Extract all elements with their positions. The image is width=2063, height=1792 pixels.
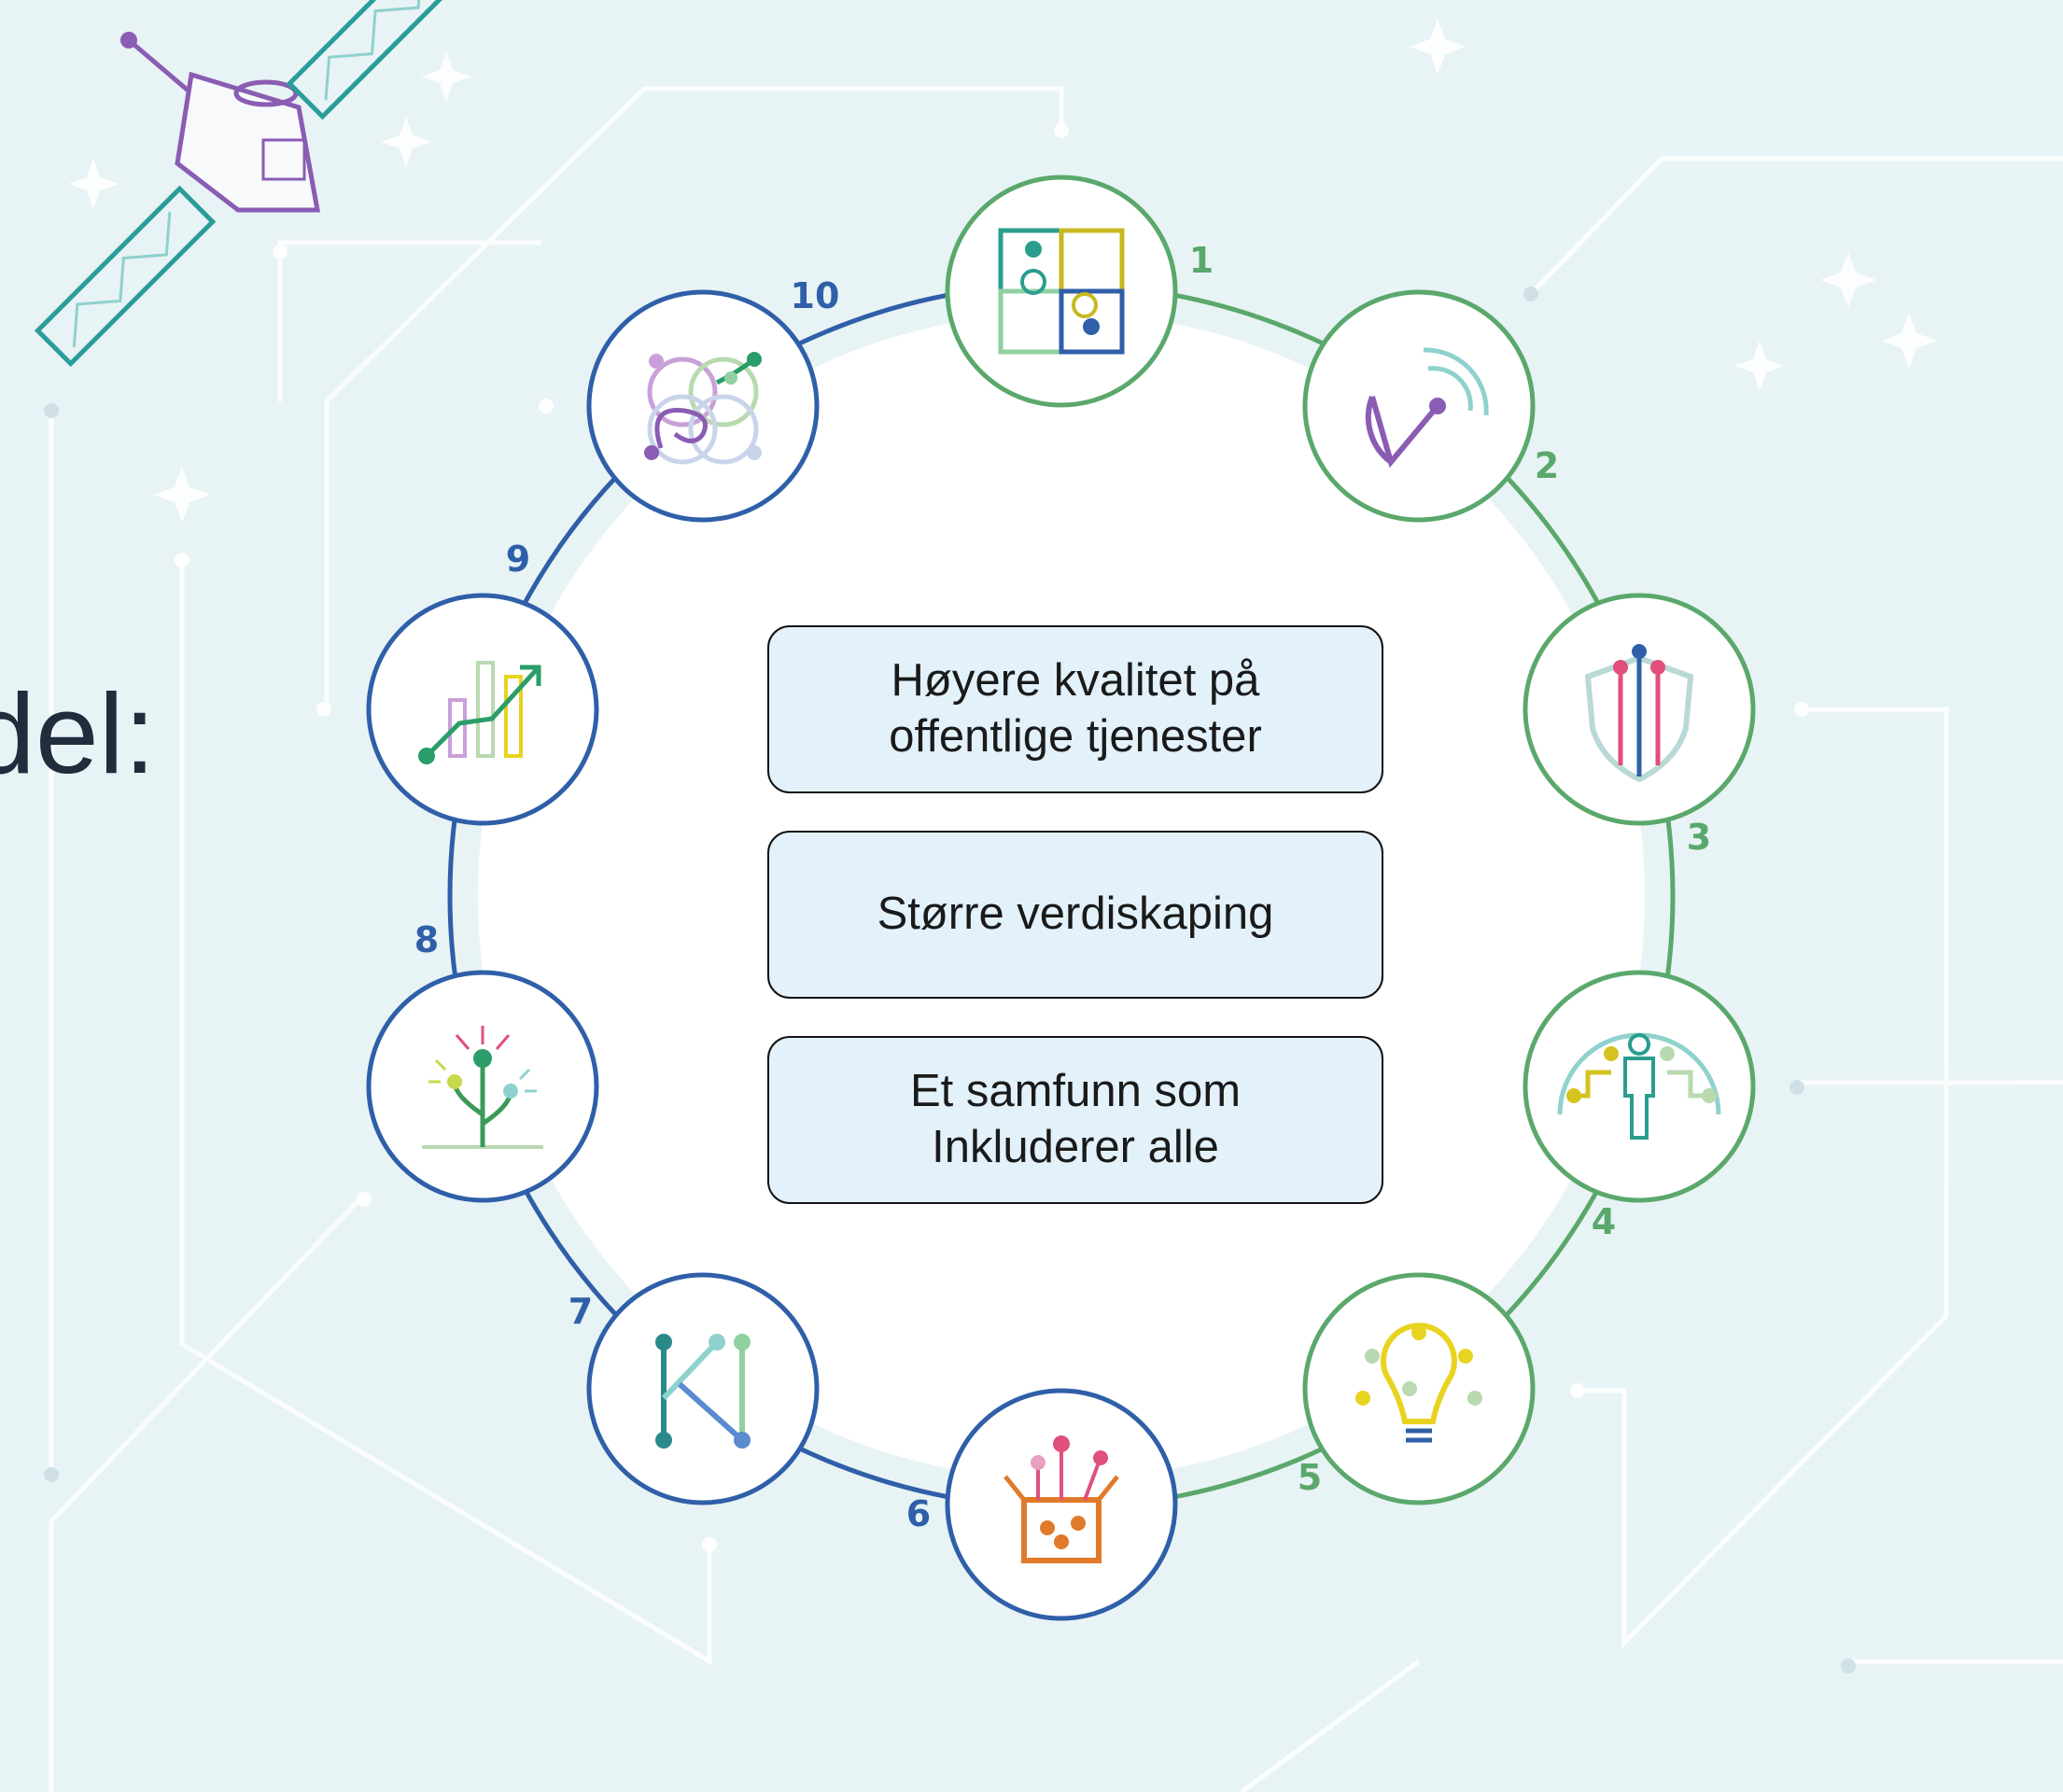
node-number: 2 — [1535, 445, 1559, 486]
node-number: 7 — [568, 1291, 593, 1332]
k-network-icon — [655, 1334, 751, 1449]
linked-circles-icon — [644, 352, 762, 465]
goal-box-inclusion: Et samfunn som Inkluderer alle — [767, 1036, 1383, 1204]
growth-chart-icon — [418, 661, 541, 764]
node-1: 1 — [945, 175, 1214, 408]
goal-label: Større verdiskaping — [877, 889, 1274, 940]
satellite-icon — [34, 0, 458, 368]
person-network-icon — [1557, 1032, 1721, 1140]
plant-icon — [422, 1026, 543, 1149]
node-number: 9 — [506, 539, 530, 580]
goal-label: Høyere kvalitet på offentlige tjenester — [889, 655, 1262, 762]
node-circle — [366, 593, 599, 826]
node-circle — [945, 1388, 1178, 1621]
node-10: 10 — [586, 275, 840, 523]
node-9: 9 — [366, 539, 599, 826]
goal-box-quality: Høyere kvalitet på offentlige tjenester — [767, 625, 1383, 793]
node-number: 4 — [1592, 1201, 1616, 1242]
node-number: 1 — [1189, 240, 1214, 281]
node-4: 4 — [1523, 970, 1756, 1242]
data-box-icon — [1003, 1435, 1119, 1563]
node-number: 3 — [1687, 817, 1711, 858]
node-number: 5 — [1298, 1457, 1322, 1498]
node-6: 6 — [906, 1388, 1178, 1621]
node-2: 2 — [1302, 289, 1559, 523]
node-number: 8 — [414, 919, 439, 960]
node-3: 3 — [1523, 593, 1756, 858]
node-circle — [1302, 289, 1536, 523]
goal-box-value-creation: Større verdiskaping — [767, 831, 1383, 999]
shield-icon — [1584, 644, 1694, 783]
lightbulb-icon — [1355, 1323, 1482, 1443]
node-5: 5 — [1298, 1272, 1536, 1505]
node-number: 6 — [906, 1493, 931, 1534]
node-circle — [1523, 970, 1756, 1203]
node-circle — [586, 1272, 820, 1505]
goal-label: Et samfunn som Inkluderer alle — [909, 1066, 1242, 1172]
node-circle — [1302, 1272, 1536, 1505]
node-7: 7 — [568, 1272, 820, 1505]
radar-icon — [1365, 347, 1489, 469]
page-heading: del: — [0, 670, 156, 797]
puzzle-icon — [998, 228, 1125, 355]
node-8: 8 — [366, 919, 599, 1203]
node-number: 10 — [791, 275, 840, 316]
